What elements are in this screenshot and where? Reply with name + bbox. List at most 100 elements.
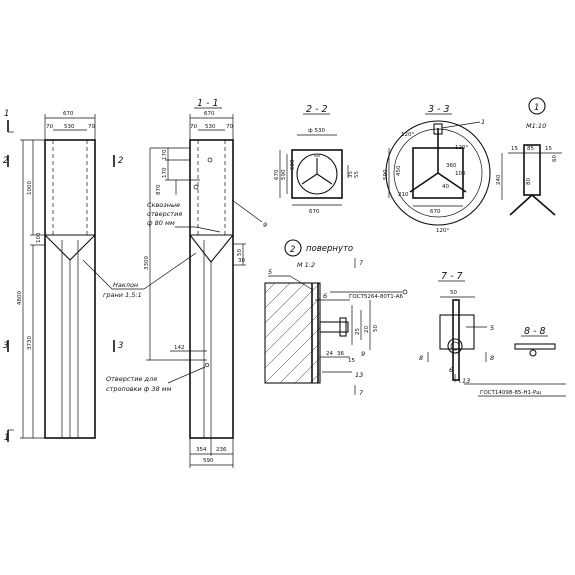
elev-h-4800: 4800 (17, 291, 23, 305)
section-3-3: 3 - 3 120° 120° 120° 670 590 450 360 100… (383, 104, 491, 234)
s77-std: ГОСТ14098-85-Н1-Рш (480, 390, 541, 396)
detail-2-title: повернуто (306, 244, 353, 254)
detail-2-d-24: 24 (326, 351, 333, 357)
s22-d-670b: 670 (274, 169, 280, 180)
s11-note-holes-1: Сквозные (147, 201, 180, 209)
s33-120b: 120° (455, 145, 468, 151)
s11-d-590: 590 (203, 458, 214, 464)
detail-2-d-50: 50 (373, 325, 379, 332)
s77-leader-6: 6 (449, 366, 453, 374)
s22-dia: ф 530 (308, 128, 325, 134)
detail-2-d-15: 15 (348, 358, 355, 364)
detail-1-d-240: 240 (496, 174, 502, 185)
s33-d-210: 210 (398, 192, 409, 198)
s11-width-top: 670 (204, 111, 215, 117)
detail-1-label: 1 (534, 103, 539, 113)
elev-side-left: 70 (46, 124, 53, 130)
note-slope-1: Наклон (113, 281, 138, 289)
s77-leader-5: 5 (490, 324, 494, 332)
detail-2-d-20: 20 (364, 326, 370, 333)
s11-d-870: 870 (156, 184, 162, 195)
elev-width-top: 670 (63, 111, 74, 117)
section-3-3-title: 3 - 3 (428, 104, 450, 115)
section-1-1: 1 - 1 670 530 70 70 170 170 870 3300 14 (82, 98, 267, 468)
s11-side-left: 70 (190, 124, 197, 130)
section-mark-2-left: 2 (3, 155, 9, 167)
s11-d-30: 30 (238, 258, 245, 264)
s77-mark-8b: 8 (490, 354, 494, 362)
s33-d-670: 670 (430, 209, 441, 215)
section-mark-1-bottom: 1 (4, 429, 14, 443)
section-mark-1-top: 1 (4, 109, 14, 133)
svg-text:2: 2 (3, 156, 8, 166)
s33-d-450: 450 (396, 165, 402, 176)
svg-text:3: 3 (118, 341, 123, 351)
elev-h-100: 100 (36, 232, 42, 243)
s11-side-right: 70 (226, 124, 233, 130)
detail-2-mark-7b: 7 (359, 389, 364, 397)
svg-text:1: 1 (4, 433, 9, 443)
elev-h-1000: 1000 (27, 181, 33, 195)
section-mark-2-right: 2 (113, 155, 123, 167)
s22-d-35: 35 (348, 171, 354, 178)
s33-d-360: 360 (446, 163, 457, 169)
svg-text:1: 1 (4, 109, 9, 119)
s11-note-holes-3: ф 80 мм (147, 219, 175, 227)
detail-1-d-85: 85 (527, 146, 534, 152)
elev-h-3730: 3730 (27, 336, 33, 350)
s11-note-holes-2: отверстия (147, 210, 182, 218)
svg-text:3: 3 (3, 341, 8, 351)
s77-d-50: 50 (450, 290, 457, 296)
section-7-7: 7 - 7 50 5 8 8 6 13 ГОСТ14098-85-Н1-Рш (419, 271, 566, 397)
s11-d-170a: 170 (162, 149, 168, 160)
section-2-2-title: 2 - 2 (306, 104, 328, 115)
detail-2-leader-13: 13 (355, 371, 363, 379)
detail-2-d-25: 25 (355, 328, 361, 335)
s11-inner-top: 530 (205, 124, 216, 130)
note-slope-2: грани 1,5:1 (103, 291, 142, 299)
s33-leader-1: 1 (481, 118, 485, 126)
elev-inner-top: 530 (64, 124, 75, 130)
detail-2-d-36: 36 (337, 351, 344, 357)
section-8-8-title: 8 - 8 (524, 326, 546, 337)
s11-leader-9: 9 (263, 221, 267, 229)
s11-d-142: 142 (174, 345, 185, 351)
detail-1-d-15b: 15 (545, 146, 552, 152)
section-7-7-title: 7 - 7 (441, 271, 463, 282)
detail-2-leader-9: 9 (361, 350, 365, 358)
detail-2-mark-7: 7 (359, 259, 364, 267)
detail-2-scale: М 1:2 (297, 261, 315, 269)
detail-2-label: 2 (290, 245, 295, 255)
detail-2-std: ГОСТ5264-80Т1-А6 (349, 294, 403, 300)
detail-1-d-15: 15 (511, 146, 518, 152)
s22-d-670: 670 (309, 209, 320, 215)
s33-d-40: 40 (442, 184, 449, 190)
s77-mark-8: 8 (419, 354, 423, 362)
note-sling-1: Отверстие для (106, 375, 157, 383)
s11-d-170b: 170 (162, 167, 168, 178)
detail-2-leader-6: 6 (323, 292, 327, 300)
svg-text:2: 2 (118, 156, 123, 166)
s77-leader-13: 13 (462, 377, 470, 385)
s11-d-354: 354 (196, 447, 207, 453)
note-sling-2: строповки ф 38 мм (106, 385, 172, 393)
elev-side-right: 70 (88, 124, 95, 130)
s22-d-500: 500 (290, 159, 296, 170)
detail-1-d-80: 80 (526, 178, 532, 185)
s33-d-100: 100 (455, 171, 466, 177)
section-2-2: 2 - 2 ф 530 670 670 590 500 35 55 (274, 104, 360, 215)
section-1-1-title: 1 - 1 (197, 98, 219, 109)
section-mark-3-left: 3 (3, 340, 9, 352)
elevation-view: 670 530 70 70 1000 4800 3730 100 1 2 2 (3, 109, 123, 443)
detail-1-scale: М1:10 (526, 122, 546, 130)
s22-d-590: 590 (281, 169, 287, 180)
detail-2-hatch (264, 282, 321, 384)
s33-d-590: 590 (383, 169, 389, 180)
s11-d-3300: 3300 (144, 256, 150, 270)
s33-120c: 120° (436, 228, 449, 234)
detail-1-d-60: 60 (552, 155, 558, 162)
s11-d-50: 50 (237, 249, 243, 256)
s33-120a: 120° (401, 132, 414, 138)
detail-2-leader-5: 5 (268, 268, 272, 276)
